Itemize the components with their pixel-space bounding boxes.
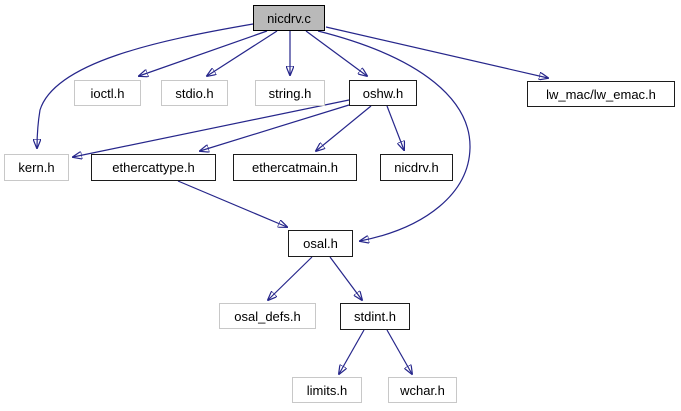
edge-oshw_h-to-ethercattype_h	[200, 104, 350, 151]
edge-nicdrv_c-to-osal_h	[317, 30, 471, 241]
edge-osal_h-to-stdint_h	[329, 256, 362, 300]
node-string-h: string.h	[255, 80, 325, 106]
node-limits-h: limits.h	[292, 377, 362, 403]
edge-nicdrv_c-to-ioctl_h	[139, 30, 268, 76]
node-ethercattype-h[interactable]: ethercattype.h	[91, 154, 216, 181]
node-nicdrv-c: nicdrv.c	[253, 5, 325, 31]
edge-oshw_h-to-nicdrv_h	[386, 105, 404, 150]
edge-nicdrv_c-to-oshw_h	[305, 30, 367, 76]
node-oshw-h[interactable]: oshw.h	[349, 80, 417, 106]
node-osal-h[interactable]: osal.h	[288, 230, 353, 257]
edge-stdint_h-to-wchar_h	[386, 329, 412, 374]
node-ioctl-h: ioctl.h	[74, 80, 141, 106]
node-stdint-h[interactable]: stdint.h	[340, 303, 410, 330]
node-osal-defs-h: osal_defs.h	[219, 303, 316, 329]
edge-nicdrv_c-to-lw_emac_h	[325, 26, 548, 78]
node-nicdrv-h[interactable]: nicdrv.h	[380, 154, 453, 181]
edge-ethercattype_h-to-osal_h	[177, 180, 287, 227]
node-stdio-h: stdio.h	[161, 80, 228, 106]
edge-nicdrv_c-to-kern_h	[37, 23, 254, 148]
edge-stdint_h-to-limits_h	[339, 329, 365, 374]
edge-oshw_h-to-kern_h	[73, 99, 350, 157]
node-ethercatmain-h[interactable]: ethercatmain.h	[233, 154, 357, 181]
node-wchar-h: wchar.h	[388, 377, 457, 403]
edge-oshw_h-to-ethercatmain_h	[316, 105, 372, 151]
edge-nicdrv_c-to-stdio_h	[207, 30, 278, 76]
node-lw-mac-lw-emac-h[interactable]: lw_mac/lw_emac.h	[527, 81, 675, 107]
edge-osal_h-to-osal_defs_h	[268, 256, 313, 300]
node-kern-h: kern.h	[4, 154, 69, 181]
